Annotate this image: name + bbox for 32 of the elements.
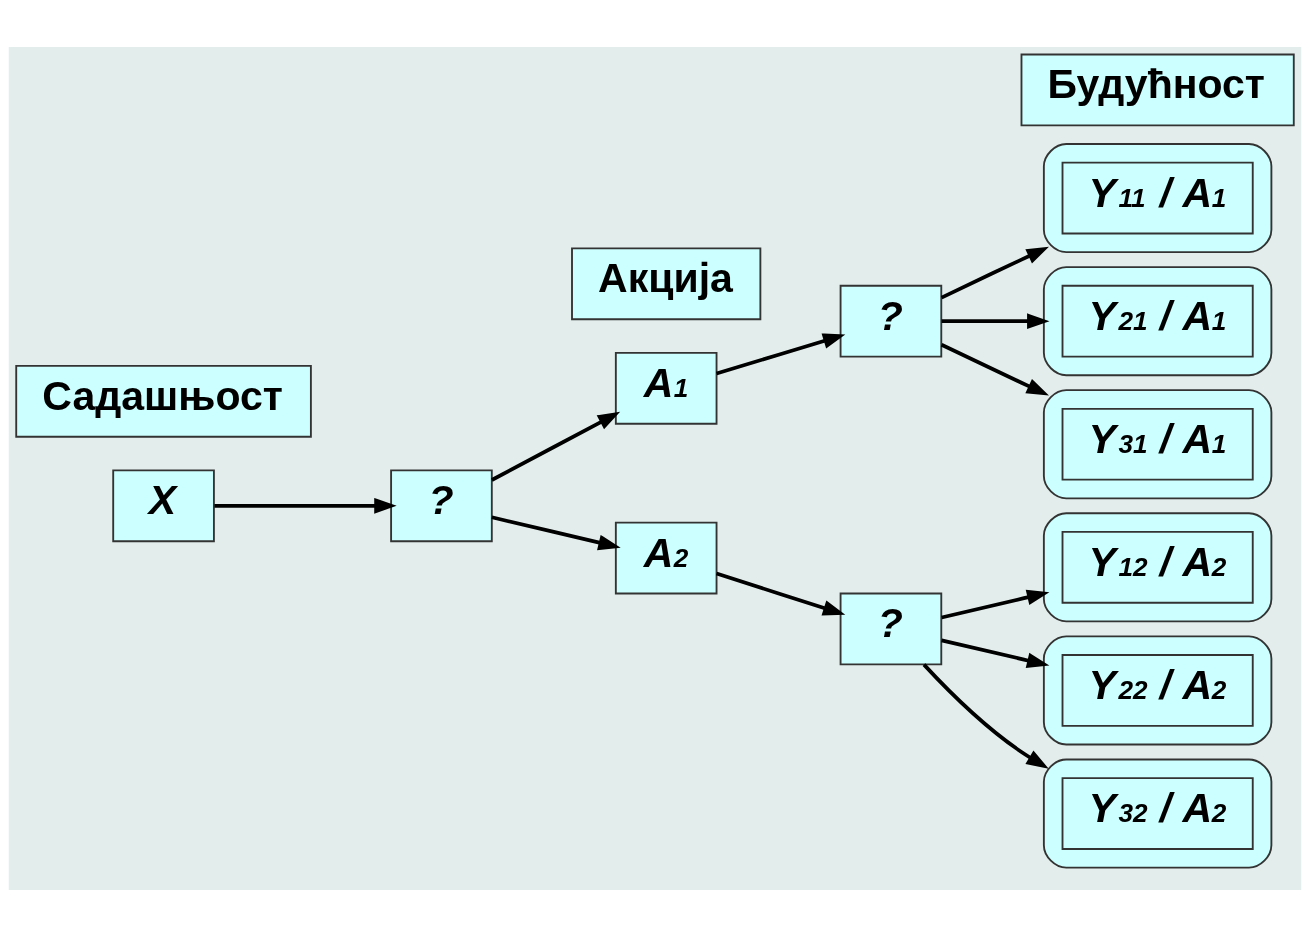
arrow	[716, 571, 846, 615]
node-box: A2	[614, 521, 718, 594]
node-box: A1	[614, 351, 718, 425]
node-box: Y31 / A1	[1061, 407, 1254, 481]
node-box: ?	[390, 468, 493, 542]
cluster	[1042, 388, 1273, 499]
arrow	[214, 497, 397, 514]
arrow	[922, 662, 1049, 769]
node-box: Будућност	[1020, 53, 1295, 126]
node-box: Y12 / A2	[1061, 530, 1254, 604]
node-box: Y22 / A2	[1061, 653, 1254, 727]
arrow	[491, 514, 621, 550]
node-box: Садашњост	[15, 364, 312, 438]
cluster	[1042, 511, 1273, 622]
arrow	[940, 342, 1049, 395]
cluster	[1042, 142, 1273, 253]
cluster	[1042, 634, 1273, 745]
node-box: X	[112, 468, 215, 542]
arrow	[941, 312, 1050, 329]
node-box: Y11 / A1	[1061, 161, 1254, 234]
node-box: Акција	[571, 247, 762, 320]
node-box: ?	[839, 284, 943, 358]
arrow	[941, 589, 1050, 619]
arrow	[490, 411, 621, 482]
arrow	[940, 246, 1049, 299]
cluster	[1042, 758, 1273, 869]
node-box: Y21 / A1	[1061, 284, 1254, 358]
arrow	[716, 332, 846, 375]
node-box: Y32 / A2	[1061, 776, 1254, 850]
node-box: ?	[839, 592, 943, 665]
cluster	[1042, 265, 1273, 376]
arrow	[941, 638, 1050, 668]
